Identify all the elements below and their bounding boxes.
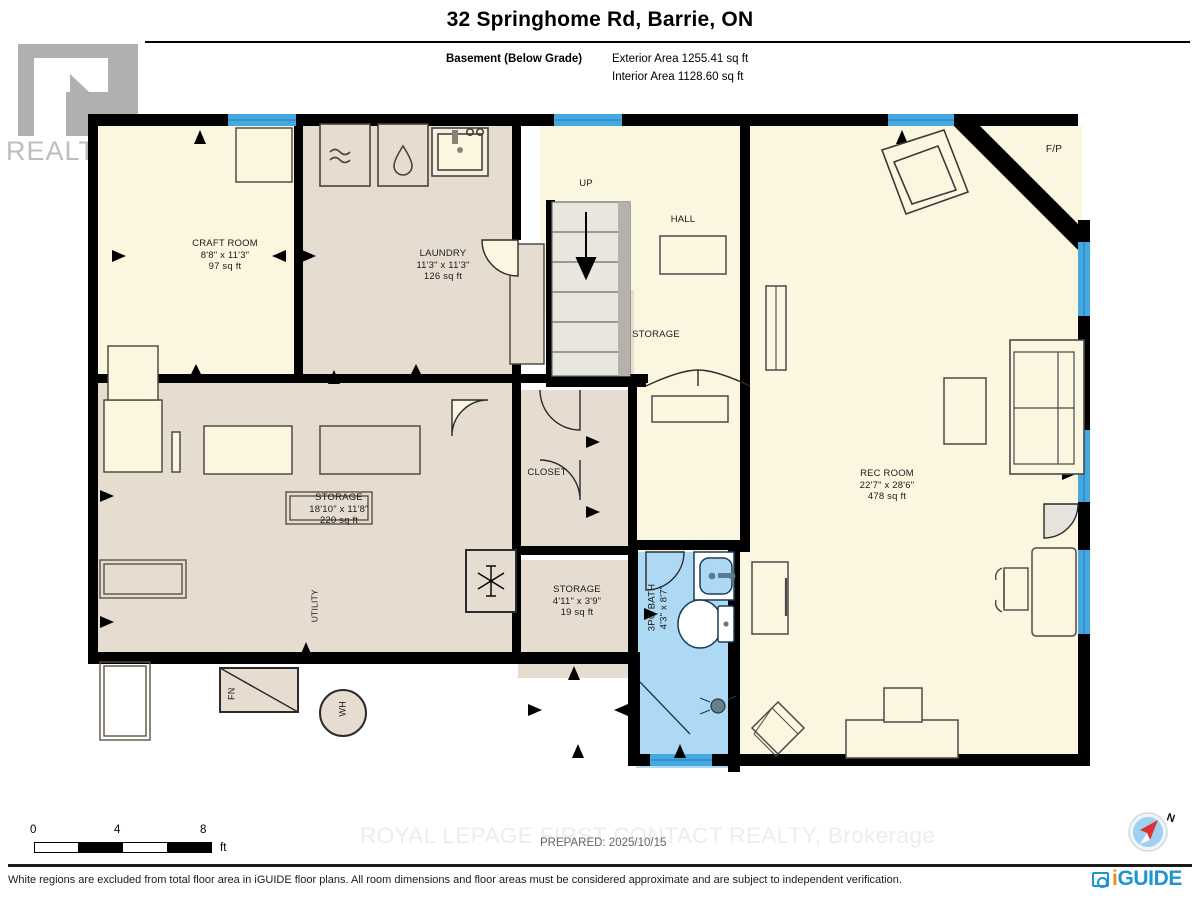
iguide-wordmark-i: i	[1112, 867, 1118, 890]
craft-cabinet	[103, 127, 293, 475]
room-label-hall: HALL	[670, 214, 696, 225]
title-divider	[145, 41, 1190, 43]
scale-unit-label: ft	[220, 842, 227, 854]
scale-bar: 0 4 8 ft	[28, 824, 238, 864]
staircase	[551, 201, 631, 377]
room-label-laundry: LAUNDRY 11'3" x 11'3" 126 sq ft	[416, 248, 470, 282]
stairs-up-label: UP	[579, 178, 593, 189]
side-cabinet	[751, 561, 789, 635]
scale-tick-0: 0	[30, 824, 37, 836]
shower-icon	[639, 681, 737, 735]
stair-direction-arrow	[575, 212, 597, 281]
water-heater-label: WH	[337, 701, 348, 717]
scale-tick-8: 8	[200, 824, 207, 836]
realtor-logo-counter	[66, 58, 108, 92]
rec-table	[943, 377, 987, 445]
tall-cabinet	[765, 285, 787, 371]
furnace-label: FN	[226, 687, 237, 700]
compass-north-label: N	[1165, 811, 1176, 825]
toilet-icon	[677, 599, 735, 649]
exterior-area-label: Exterior Area 1255.41 sq ft	[612, 53, 749, 65]
desk	[1031, 547, 1077, 637]
compass-rose: N	[1120, 808, 1180, 856]
iguide-logo: iGUIDE	[1092, 866, 1192, 892]
floor-plan-svg	[88, 114, 1090, 772]
room-label-rec-room: REC ROOM 22'7" x 28'6" 478 sq ft	[859, 468, 915, 502]
bath-sink-icon	[693, 551, 736, 601]
storage-shelving	[99, 491, 373, 741]
room-label-3pc-bath: 3PC BATH 4'3" x 8'7"	[646, 583, 670, 632]
freezer-icon	[465, 549, 517, 613]
armchair	[880, 129, 970, 216]
side-table	[750, 700, 806, 757]
footer-divider	[8, 864, 1192, 867]
utility-label: UTILITY	[309, 589, 320, 623]
washer-icon	[377, 123, 429, 187]
room-label-closet: CLOSET	[527, 467, 567, 478]
dryer-icon	[319, 123, 371, 187]
prepared-date: PREPARED: 2025/10/15	[540, 837, 667, 849]
furnace-icon	[219, 667, 299, 713]
room-label-small-storage: STORAGE 4'11" x 3'9" 19 sq ft	[552, 584, 602, 618]
sofa	[1009, 339, 1085, 475]
scale-bar-graphic	[34, 842, 212, 853]
desk-chair	[994, 567, 1029, 613]
level-label: Basement (Below Grade)	[446, 53, 583, 65]
camera-icon	[1092, 871, 1109, 888]
interior-area-label: Interior Area 1128.60 sq ft	[612, 71, 744, 83]
page-title: 32 Springhome Rd, Barrie, ON	[446, 8, 754, 31]
craft-table	[171, 431, 181, 473]
water-heater-icon	[319, 689, 367, 737]
disclaimer-text: White regions are excluded from total fl…	[8, 874, 902, 886]
console-table	[651, 395, 729, 423]
door-swings	[451, 239, 1079, 591]
scale-tick-4: 4	[114, 824, 121, 836]
room-label-storage-main: STORAGE 18'10" x 11'8" 220 sq ft	[309, 492, 369, 526]
laundry-sink-icon	[431, 127, 489, 177]
bookcase	[659, 235, 727, 275]
room-label-central-storage: STORAGE	[632, 329, 680, 340]
iguide-wordmark: iGUIDE	[1112, 867, 1182, 891]
media-console	[845, 687, 959, 759]
iguide-wordmark-guide: GUIDE	[1117, 867, 1182, 890]
floor-plan-drawing: CRAFT ROOM 8'8" x 11'3" 97 sq ft LAUNDRY…	[0, 100, 1200, 790]
fireplace-label: F/P	[1045, 144, 1063, 155]
laundry-cabinet	[319, 243, 545, 475]
room-label-craft-room: CRAFT ROOM 8'8" x 11'3" 97 sq ft	[192, 238, 258, 272]
